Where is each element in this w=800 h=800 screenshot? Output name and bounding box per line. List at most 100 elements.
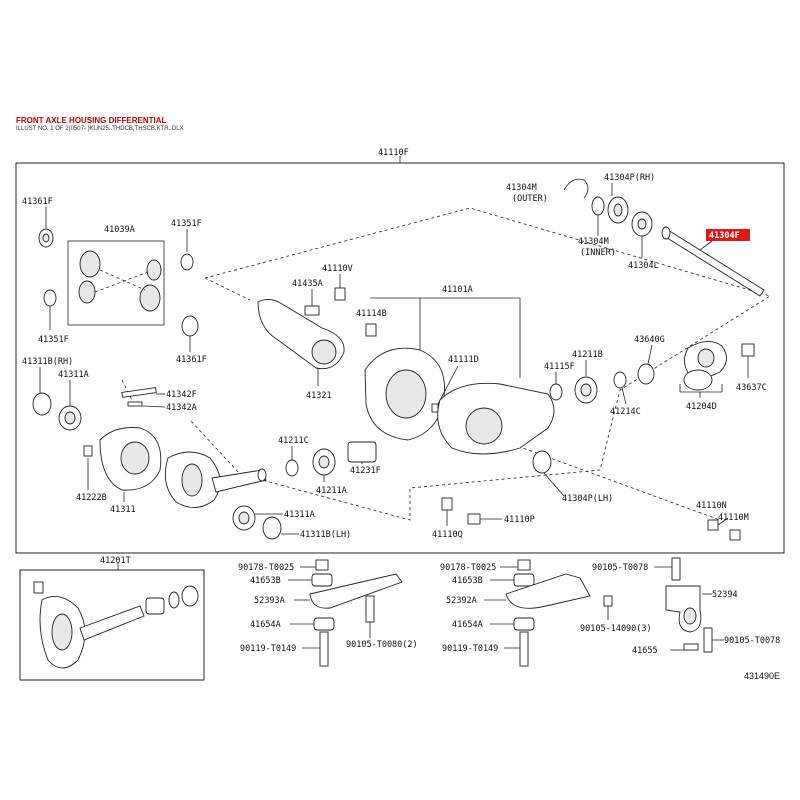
thrust-washer-part[interactable] bbox=[180, 253, 194, 271]
callout-41110Q[interactable]: 41110Q bbox=[432, 530, 463, 540]
bolt-part[interactable] bbox=[729, 529, 741, 541]
callout-90178-T0025-b[interactable]: 90178-T0025 bbox=[440, 563, 496, 573]
cushion-part[interactable] bbox=[311, 573, 333, 587]
callout-52393A[interactable]: 52393A bbox=[254, 596, 285, 606]
callout-90119-T0149-b[interactable]: 90119-T0149 bbox=[442, 644, 498, 654]
callout-41311A-top[interactable]: 41311A bbox=[58, 370, 89, 380]
callout-90105-T0080[interactable]: 90105-T0080(2) bbox=[346, 640, 418, 650]
nut-part[interactable] bbox=[517, 559, 531, 571]
cushion-part[interactable] bbox=[313, 617, 335, 631]
callout-41211C[interactable]: 41211C bbox=[278, 436, 309, 446]
bolt-part[interactable] bbox=[467, 513, 481, 525]
bolt-part[interactable] bbox=[603, 595, 613, 607]
case-bolt-part[interactable] bbox=[83, 445, 93, 457]
callout-41211A[interactable]: 41211A bbox=[316, 486, 347, 496]
pin-part[interactable] bbox=[431, 403, 439, 413]
callout-41304F[interactable]: 41304F bbox=[709, 231, 740, 241]
callout-90119-T0149-a[interactable]: 90119-T0149 bbox=[240, 644, 296, 654]
callout-41311[interactable]: 41311 bbox=[110, 505, 136, 515]
bolt-part[interactable] bbox=[33, 581, 44, 594]
callout-41114B[interactable]: 41114B bbox=[356, 309, 387, 319]
callout-41311B-rh[interactable]: 41311B(RH) bbox=[22, 357, 73, 367]
callout-41115F[interactable]: 41115F bbox=[544, 362, 575, 372]
spacer-part[interactable] bbox=[347, 441, 377, 463]
mount-bracket-part[interactable] bbox=[309, 573, 403, 609]
pinion-gear-part[interactable] bbox=[78, 280, 96, 304]
oil-seal-part[interactable] bbox=[262, 516, 282, 540]
flange-part[interactable] bbox=[683, 369, 713, 391]
callout-43637C[interactable]: 43637C bbox=[736, 383, 767, 393]
oil-seal-part[interactable] bbox=[637, 363, 655, 385]
spacer-part[interactable] bbox=[145, 597, 165, 615]
callout-90178-T0025-a[interactable]: 90178-T0025 bbox=[238, 563, 294, 573]
pinion-gear-part[interactable] bbox=[146, 259, 162, 281]
bolt-part[interactable] bbox=[671, 557, 681, 581]
snap-ring-part[interactable] bbox=[563, 178, 589, 199]
callout-41222B[interactable]: 41222B bbox=[76, 493, 107, 503]
callout-52392A[interactable]: 52392A bbox=[446, 596, 477, 606]
drive-pinion-part[interactable] bbox=[211, 469, 267, 493]
washer-part[interactable] bbox=[285, 459, 299, 477]
cushion-part[interactable] bbox=[513, 617, 535, 631]
callout-41304M-inner[interactable]: 41304M bbox=[578, 237, 609, 247]
callout-41653B-b[interactable]: 41653B bbox=[452, 576, 483, 586]
callout-90105-T0078-a[interactable]: 90105-T0078 bbox=[592, 563, 648, 573]
thrust-washer-part[interactable] bbox=[181, 315, 199, 337]
washer-part[interactable] bbox=[591, 196, 605, 216]
pin-part[interactable] bbox=[127, 401, 143, 407]
callout-41231F[interactable]: 41231F bbox=[350, 466, 381, 476]
oil-seal-part[interactable] bbox=[532, 450, 552, 474]
callout-41311B-lh[interactable]: 41311B(LH) bbox=[300, 530, 351, 540]
callout-41101A[interactable]: 41101A bbox=[442, 285, 473, 295]
washer-part[interactable] bbox=[168, 591, 180, 609]
side-gear-part[interactable] bbox=[139, 284, 161, 312]
callout-41110M[interactable]: 41110M bbox=[718, 513, 749, 523]
callout-41111D[interactable]: 41111D bbox=[448, 355, 479, 365]
callout-41110V[interactable]: 41110V bbox=[322, 264, 353, 274]
callout-41361F-bot[interactable]: 41361F bbox=[176, 355, 207, 365]
callout-41655[interactable]: 41655 bbox=[632, 646, 658, 656]
pinion-shaft-part[interactable] bbox=[121, 387, 157, 398]
washer-part[interactable] bbox=[549, 383, 563, 401]
callout-41304P-lh[interactable]: 41304P(LH) bbox=[562, 494, 613, 504]
callout-41204D[interactable]: 41204D bbox=[686, 402, 717, 412]
bolt-part[interactable] bbox=[319, 631, 329, 667]
callout-41201T[interactable]: 41201T bbox=[100, 556, 131, 566]
bolt-part[interactable] bbox=[334, 287, 346, 301]
callout-41342A[interactable]: 41342A bbox=[166, 403, 197, 413]
callout-41342F[interactable]: 41342F bbox=[166, 390, 197, 400]
callout-41351F-bot[interactable]: 41351F bbox=[38, 335, 69, 345]
callout-41351F-top[interactable]: 41351F bbox=[171, 219, 202, 229]
callout-43640G[interactable]: 43640G bbox=[634, 335, 665, 345]
callout-52394[interactable]: 52394 bbox=[712, 590, 738, 600]
bolt-part[interactable] bbox=[703, 627, 713, 653]
oil-seal-part[interactable] bbox=[32, 392, 52, 416]
thrust-washer-part[interactable] bbox=[43, 289, 57, 307]
callout-41304L[interactable]: 41304L bbox=[628, 261, 659, 271]
callout-41653B-a[interactable]: 41653B bbox=[250, 576, 281, 586]
callout-41361F-top[interactable]: 41361F bbox=[22, 197, 53, 207]
drive-pinion-part[interactable] bbox=[79, 605, 145, 641]
callout-90105-14090[interactable]: 90105-14090(3) bbox=[580, 624, 652, 634]
nut-part[interactable] bbox=[741, 343, 755, 357]
callout-41039A[interactable]: 41039A bbox=[104, 225, 135, 235]
bolt-part[interactable] bbox=[365, 323, 377, 337]
bearing-part[interactable] bbox=[181, 585, 199, 607]
callout-41214C[interactable]: 41214C bbox=[610, 407, 641, 417]
bolt-part[interactable] bbox=[441, 497, 453, 511]
callout-41321[interactable]: 41321 bbox=[306, 391, 332, 401]
nut-part[interactable] bbox=[315, 559, 329, 571]
callout-41435A[interactable]: 41435A bbox=[292, 279, 323, 289]
callout-90105-T0078-b[interactable]: 90105-T0078 bbox=[724, 636, 780, 646]
breather-plug-part[interactable] bbox=[304, 305, 320, 316]
callout-41654A-a[interactable]: 41654A bbox=[250, 620, 281, 630]
washer-part[interactable] bbox=[613, 371, 627, 389]
mount-bracket-part[interactable] bbox=[505, 573, 591, 609]
callout-41311A-bot[interactable]: 41311A bbox=[284, 510, 315, 520]
bolt-part[interactable] bbox=[365, 595, 375, 623]
callout-41304P-rh[interactable]: 41304P(RH) bbox=[604, 173, 655, 183]
nut-part[interactable] bbox=[707, 519, 719, 531]
callout-41110N[interactable]: 41110N bbox=[696, 501, 727, 511]
side-gear-part[interactable] bbox=[79, 250, 101, 278]
callout-41211B[interactable]: 41211B bbox=[572, 350, 603, 360]
